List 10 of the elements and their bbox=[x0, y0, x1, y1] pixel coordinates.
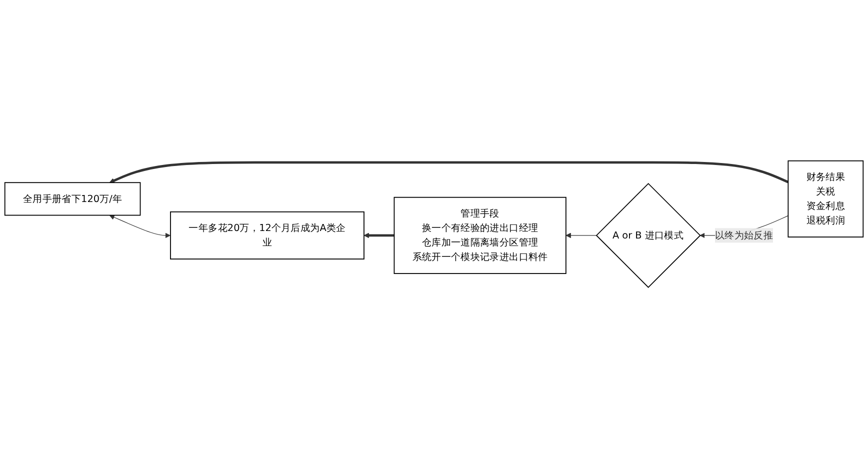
node-box: 一年多花20万，12个月后成为A类企业 bbox=[170, 212, 364, 260]
arrow bbox=[364, 233, 394, 239]
node-diamond: A or B 进口模式 bbox=[596, 183, 701, 288]
arrow bbox=[109, 215, 170, 239]
node-box: 财务结果 关税 资金利息 退税利润 bbox=[788, 160, 864, 238]
node-box: 管理手段 换一个有经验的进出口经理 仓库加一道隔离墙分区管理 系统开一个模块记录进出口料件 bbox=[394, 197, 566, 274]
edge-label: 以终为始反推 bbox=[715, 230, 774, 242]
arrow bbox=[566, 233, 596, 239]
arrow bbox=[109, 162, 789, 184]
node-box: 全用手册省下120万/年 bbox=[4, 182, 141, 216]
